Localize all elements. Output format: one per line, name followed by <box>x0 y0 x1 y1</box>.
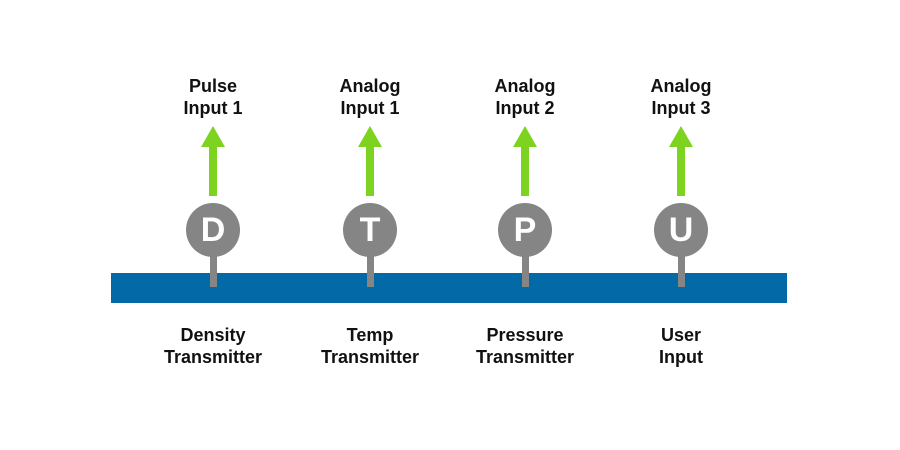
input-label-line1: Analog <box>650 76 712 96</box>
sensor-name-line1: User <box>660 325 702 345</box>
sensor-name-line1: Temp <box>346 325 394 345</box>
up-arrow-icon <box>201 126 225 196</box>
up-arrow-icon <box>513 126 537 196</box>
sensor-circle: U <box>654 203 708 257</box>
sensor-stem <box>522 250 529 287</box>
up-arrow-icon <box>358 126 382 196</box>
sensor-name-line2: Input <box>659 347 703 367</box>
sensor-stem <box>678 250 685 287</box>
sensor-stem <box>210 250 217 287</box>
input-label-line2: Input 2 <box>495 98 555 118</box>
sensor-circle: T <box>343 203 397 257</box>
pipeline-bar <box>111 273 787 303</box>
sensor-name-line1: Density <box>180 325 246 345</box>
sensor-name-line2: Transmitter <box>475 347 575 367</box>
up-arrow-icon <box>669 126 693 196</box>
input-label-line1: Analog <box>494 76 556 96</box>
input-label-line1: Analog <box>339 76 401 96</box>
sensor-stem <box>367 250 374 287</box>
input-label-line2: Input 1 <box>340 98 400 118</box>
sensor-circle: P <box>498 203 552 257</box>
sensor-name-line2: Transmitter <box>320 347 420 367</box>
input-label-line2: Input 3 <box>651 98 711 118</box>
input-label-line2: Input 1 <box>183 98 243 118</box>
sensor-circle: D <box>186 203 240 257</box>
sensor-name-line1: Pressure <box>486 325 564 345</box>
sensor-name-line2: Transmitter <box>163 347 263 367</box>
input-label-line1: Pulse <box>188 76 238 96</box>
